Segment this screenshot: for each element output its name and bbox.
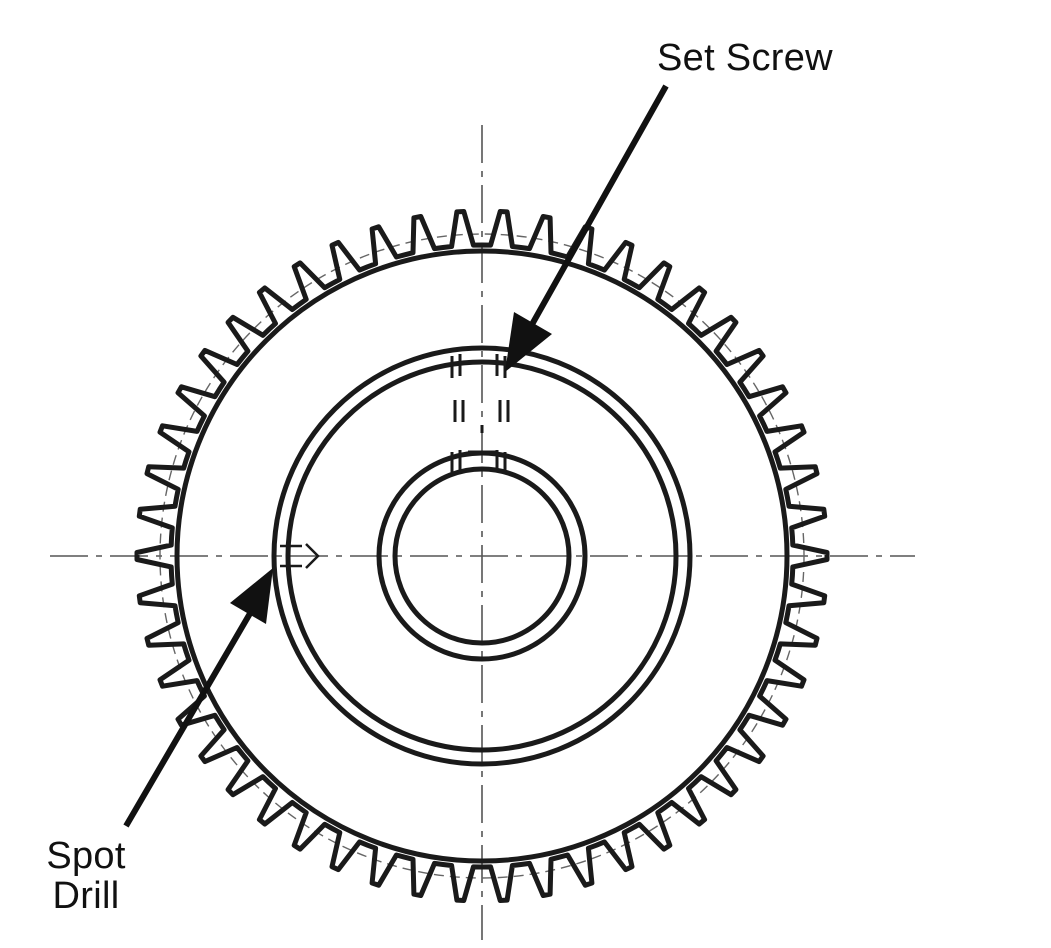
- hub-inner-circle: [285, 359, 679, 753]
- spot-drill-arrow: [123, 568, 273, 828]
- hub-outer-circle: [271, 345, 693, 767]
- set-screw-hidden-lines: [450, 354, 510, 474]
- set-screw-label: Set Screw: [657, 37, 833, 79]
- gear-teeth-outline: [134, 209, 830, 903]
- spot-drill-hidden-lines: [280, 543, 320, 569]
- bore-inner-circle: [392, 466, 572, 646]
- set-screw-arrow: [505, 84, 669, 372]
- pitch-circle: [159, 233, 805, 879]
- spot-drill-label-line1: Spot: [46, 835, 126, 877]
- spot-drill-label: Spot Drill: [38, 836, 134, 916]
- root-circle: [174, 248, 790, 864]
- spot-drill-label-line2: Drill: [52, 875, 120, 917]
